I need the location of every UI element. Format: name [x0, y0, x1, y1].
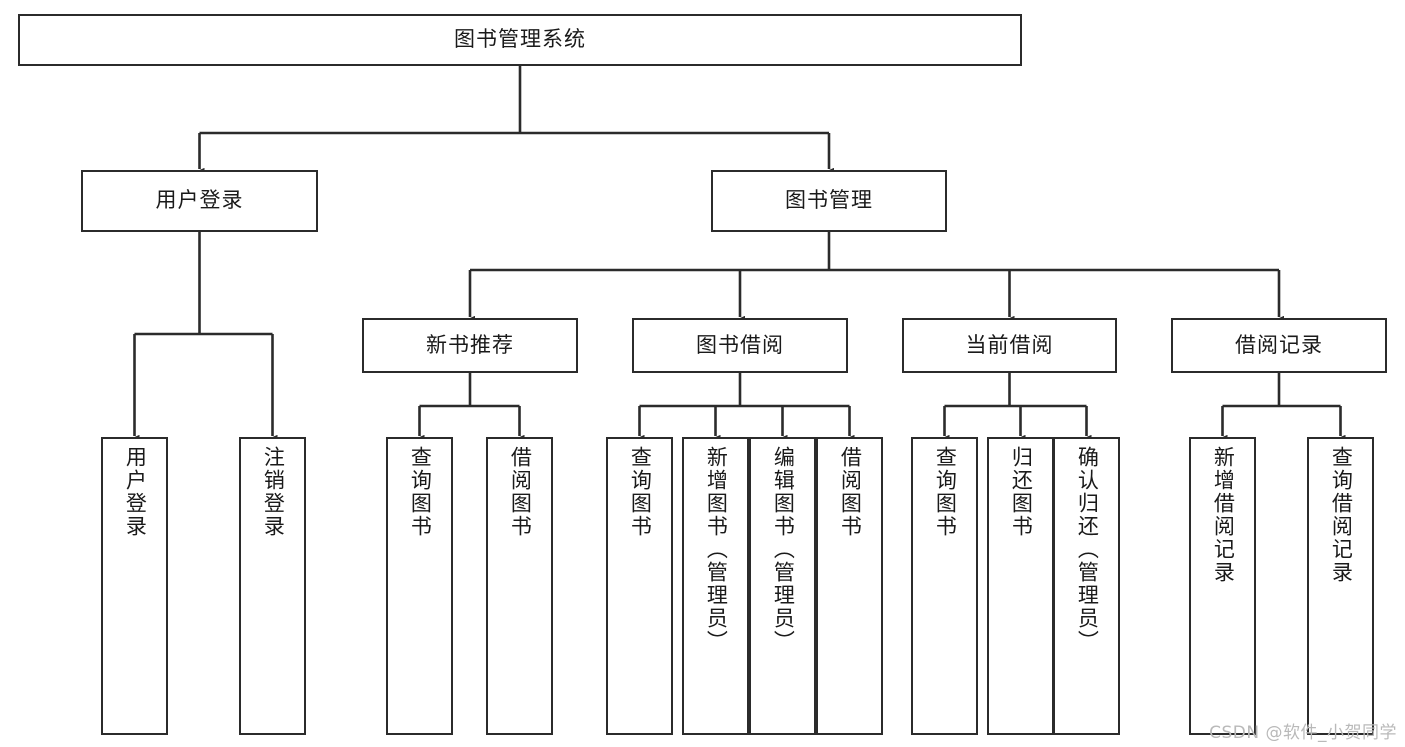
node-leaf-login-1: 用户登录 [101, 437, 168, 735]
node-label: 归还图书 [1009, 446, 1034, 538]
node-label: 新书推荐 [426, 332, 514, 357]
node-bookmgmt: 图书管理 [711, 170, 947, 232]
node-label: 查询借阅记录 [1329, 446, 1354, 584]
node-leaf-borrow-1: 查询图书 [606, 437, 673, 735]
node-leaf-current-1: 查询图书 [911, 437, 978, 735]
node-label: 借阅图书 [838, 446, 863, 538]
node-leaf-current-3: 确认归还（管理员） [1053, 437, 1120, 735]
node-leaf-borrow-3: 编辑图书（管理员） [749, 437, 816, 735]
node-records: 借阅记录 [1171, 318, 1387, 373]
node-leaf-borrow-4: 借阅图书 [816, 437, 883, 735]
node-current: 当前借阅 [902, 318, 1117, 373]
node-label: 图书管理系统 [454, 27, 586, 52]
node-label: 查询图书 [933, 446, 958, 538]
node-label: 查询图书 [408, 446, 433, 538]
node-root: 图书管理系统 [18, 14, 1022, 66]
node-leaf-newbook-1: 查询图书 [386, 437, 453, 735]
node-label: 借阅记录 [1235, 332, 1323, 357]
node-borrow: 图书借阅 [632, 318, 848, 373]
node-leaf-login-2: 注销登录 [239, 437, 306, 735]
node-label: 新增图书（管理员） [704, 446, 729, 653]
node-label: 查询图书 [628, 446, 653, 538]
edges-group [129, 66, 1346, 444]
node-label: 用户登录 [155, 188, 244, 213]
node-label: 编辑图书（管理员） [771, 446, 796, 653]
node-label: 图书管理 [785, 188, 873, 213]
node-leaf-records-1: 新增借阅记录 [1189, 437, 1256, 735]
node-label: 用户登录 [123, 446, 148, 538]
node-label: 确认归还（管理员） [1075, 446, 1100, 653]
node-label: 借阅图书 [508, 446, 533, 538]
node-leaf-borrow-2: 新增图书（管理员） [682, 437, 749, 735]
node-label: 当前借阅 [965, 332, 1054, 357]
node-label: 图书借阅 [696, 332, 784, 357]
node-leaf-current-2: 归还图书 [987, 437, 1054, 735]
node-label: 新增借阅记录 [1211, 446, 1236, 584]
node-login: 用户登录 [81, 170, 318, 232]
node-leaf-newbook-2: 借阅图书 [486, 437, 553, 735]
node-leaf-records-2: 查询借阅记录 [1307, 437, 1374, 735]
watermark-label: CSDN @软件_小贺同学 [1209, 723, 1397, 743]
node-newbook: 新书推荐 [362, 318, 578, 373]
node-label: 注销登录 [261, 446, 286, 538]
